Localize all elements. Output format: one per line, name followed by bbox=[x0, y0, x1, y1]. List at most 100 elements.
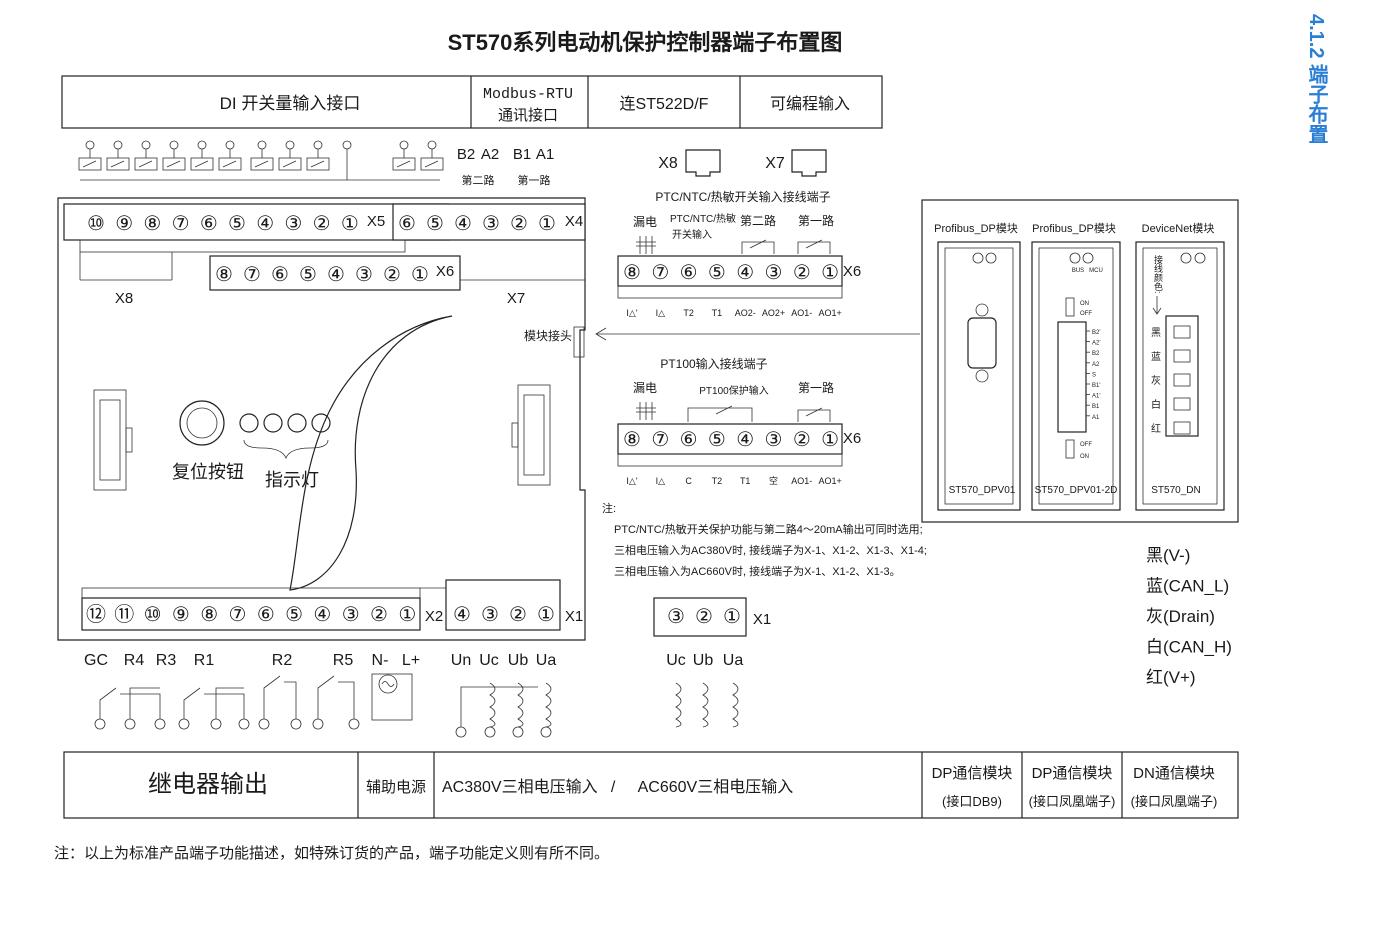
x2-terminal: ④ bbox=[313, 604, 331, 626]
x5-terminal: ⑧ bbox=[143, 213, 161, 235]
switch-icon bbox=[278, 157, 302, 171]
voltage-terminal-label: Ua bbox=[536, 652, 557, 669]
switch-icon bbox=[306, 157, 330, 171]
x1-small-terminal: ② bbox=[695, 606, 713, 628]
x4-terminal: ② bbox=[510, 213, 528, 235]
x1-label: X1 bbox=[565, 608, 583, 625]
dn-label-b: (接口凤凰端子) bbox=[1131, 794, 1218, 809]
module-3-wire-color: 红 bbox=[1151, 422, 1161, 435]
prog-header: 可编程输入 bbox=[770, 95, 850, 113]
ptc-terminal-function: I△ bbox=[656, 308, 666, 318]
ptc-title: PTC/NTC/热敏开关输入接线端子 bbox=[655, 189, 830, 204]
terminal-dot-icon bbox=[399, 140, 409, 150]
reset-button-label: 复位按钮 bbox=[172, 462, 244, 482]
terminal-dot-icon bbox=[342, 140, 352, 150]
led-icon bbox=[985, 252, 997, 264]
ptc-terminal: ③ bbox=[765, 262, 783, 284]
ptc-terminal-function: T2 bbox=[683, 308, 694, 318]
phoenix-terminal-icon bbox=[1165, 315, 1199, 437]
ptc-label-1: PTC/NTC/热敏 bbox=[670, 212, 736, 225]
relay-output-label: 继电器输出 bbox=[148, 771, 268, 798]
dp1-label-b: (接口DB9) bbox=[942, 794, 1002, 809]
terminal-dot-icon bbox=[290, 718, 302, 730]
x4-terminal: ③ bbox=[482, 213, 500, 235]
ptc-terminal-function: AO1+ bbox=[818, 308, 841, 318]
pt100-first: 第一路 bbox=[798, 380, 834, 395]
x1-terminal: ① bbox=[537, 604, 555, 626]
wire-legend-item: 白(CAN_H) bbox=[1146, 638, 1232, 657]
notes: 注: PTC/NTC/热敏开关保护功能与第二路4～20mA输出可同时选用; 三相… bbox=[602, 501, 927, 578]
pt100-sensor-icon bbox=[687, 405, 753, 422]
module-2-pin: S bbox=[1092, 372, 1096, 378]
x4-label: X4 bbox=[565, 213, 583, 230]
modbus-header-2: 通讯接口 bbox=[498, 107, 558, 124]
module-2-pin: B2' bbox=[1092, 330, 1100, 336]
pt100-terminal-function: T1 bbox=[740, 476, 751, 486]
x2-label: X2 bbox=[425, 608, 443, 625]
notes-line-3: 三相电压输入为AC660V时, 接线端子为X-1、X1-2、X1-3。 bbox=[614, 564, 901, 578]
indicator-led-icon bbox=[239, 413, 259, 433]
terminal-dot-icon bbox=[313, 140, 323, 150]
relay-terminal-label: R2 bbox=[272, 652, 293, 669]
ptc-terminal: ⑦ bbox=[651, 262, 669, 284]
ptc-terminal: ⑧ bbox=[623, 262, 641, 284]
led-icon bbox=[972, 252, 984, 264]
thermistor-icon bbox=[741, 239, 775, 254]
pt100-terminal-function: T2 bbox=[712, 476, 723, 486]
voltage-terminal-label: Ub bbox=[508, 652, 529, 669]
switch-icon bbox=[392, 157, 416, 171]
bus-b2: B2 bbox=[457, 146, 475, 163]
terminal-slot-icon bbox=[1173, 397, 1191, 411]
leak-sensor-icon bbox=[636, 402, 656, 420]
terminal-dot-icon bbox=[455, 726, 467, 738]
pt100-x6-label: X6 bbox=[843, 430, 861, 447]
x4-terminal: ① bbox=[538, 213, 556, 235]
pt100-terminal-function: AO1+ bbox=[818, 476, 841, 486]
diagram-title: ST570系列电动机保护控制器端子布置图 bbox=[448, 30, 843, 55]
pt100-terminal: ③ bbox=[765, 429, 783, 451]
module-2-pin: A1 bbox=[1092, 415, 1100, 421]
x5-label: X5 bbox=[367, 213, 385, 230]
pt100-terminal: ⑥ bbox=[680, 429, 698, 451]
rj-x8-label: X8 bbox=[658, 155, 678, 172]
decorative-curve bbox=[289, 315, 453, 591]
rj-x7-label: X7 bbox=[765, 155, 785, 172]
terminal-dot-icon bbox=[512, 726, 524, 738]
ptc-terminal-function: AO2+ bbox=[762, 308, 785, 318]
indicator-label: 指示灯 bbox=[265, 470, 319, 490]
terminal-slot-icon bbox=[1173, 349, 1191, 363]
ptc-terminal: ② bbox=[793, 262, 811, 284]
ptc-terminal: ④ bbox=[736, 262, 754, 284]
pt100-terminal: ⑧ bbox=[623, 429, 641, 451]
switch-icon bbox=[78, 157, 102, 171]
bus-a1: A1 bbox=[536, 146, 554, 163]
terminal-slot-icon bbox=[1173, 325, 1191, 339]
x1-terminal: ③ bbox=[481, 604, 499, 626]
terminal-dot-icon bbox=[540, 726, 552, 738]
switch-icon bbox=[420, 157, 444, 171]
x5-terminal: ⑥ bbox=[200, 213, 218, 235]
coil-icon bbox=[702, 682, 709, 728]
led-icon bbox=[1194, 252, 1206, 264]
x6-terminal: ① bbox=[411, 264, 429, 286]
x4-terminal: ⑤ bbox=[426, 213, 444, 235]
relay-terminal-label: GC bbox=[84, 652, 108, 669]
terminal-dot-icon bbox=[124, 718, 136, 730]
led-icon bbox=[1069, 252, 1081, 264]
terminal-dot-icon bbox=[197, 140, 207, 150]
dp2-label-a: DP通信模块 bbox=[1032, 765, 1113, 782]
right-latch bbox=[511, 384, 551, 486]
module-3-title: DeviceNet模块 bbox=[1142, 222, 1215, 235]
db9-connector-icon bbox=[967, 317, 997, 369]
bus-second: 第二路 bbox=[462, 173, 495, 187]
switch-icon bbox=[218, 157, 242, 171]
terminal-dot-icon bbox=[154, 718, 166, 730]
coil-icon bbox=[517, 682, 524, 728]
section-heading: 4.1.2 端子布置 bbox=[1305, 14, 1328, 144]
pt100-terminal: ⑦ bbox=[651, 429, 669, 451]
indicator-led-icon bbox=[263, 413, 283, 433]
x5-terminal: ④ bbox=[256, 213, 274, 235]
relay-contact-icon bbox=[263, 675, 297, 719]
rj-connectors: X8 X7 bbox=[658, 149, 827, 177]
